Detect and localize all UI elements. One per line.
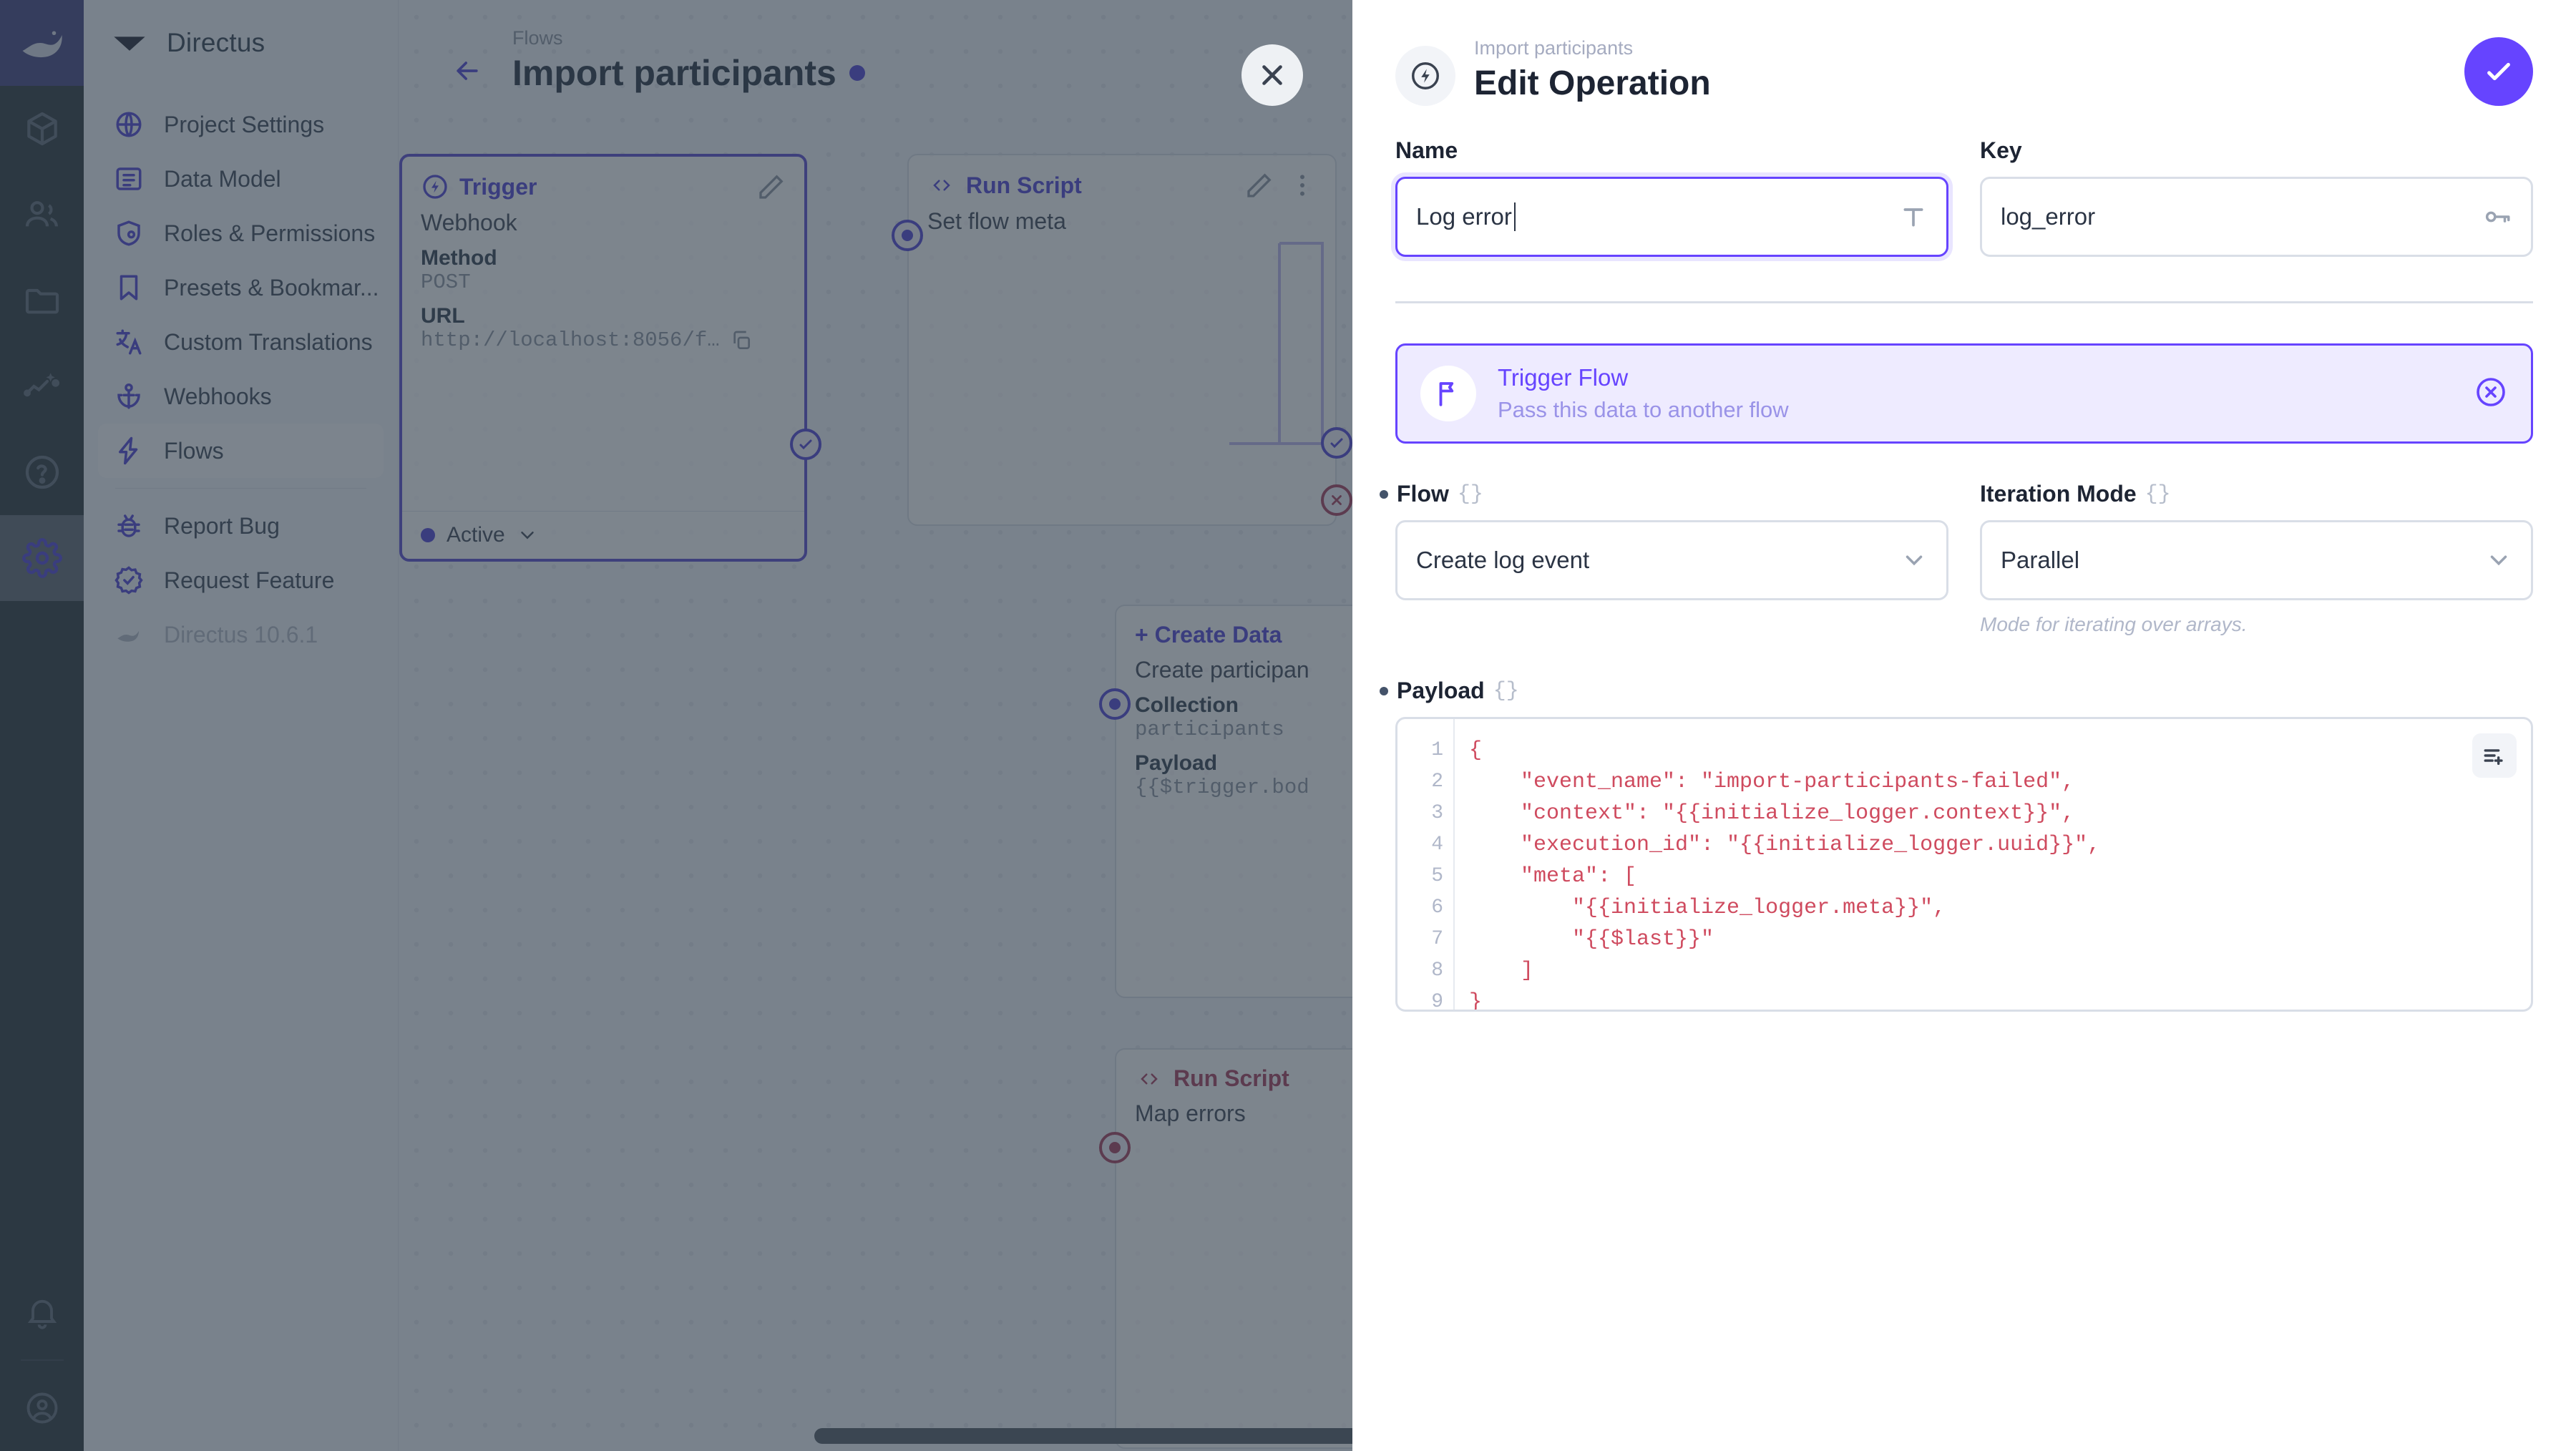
- close-drawer-button[interactable]: [1241, 44, 1303, 106]
- editor-line-number: 1: [1431, 739, 1443, 761]
- flag-icon: [1420, 366, 1476, 421]
- key-input[interactable]: log_error: [1980, 177, 2533, 257]
- flow-label-text: Flow: [1397, 481, 1449, 507]
- flow-select[interactable]: Create log event: [1395, 520, 1948, 600]
- editor-line-number: 6: [1431, 897, 1443, 919]
- name-input[interactable]: Log error: [1395, 177, 1948, 257]
- name-input-value: Log error: [1416, 202, 1899, 231]
- key-field-group: Key log_error: [1980, 137, 2533, 257]
- playlist-add-icon[interactable]: [2472, 733, 2517, 778]
- bolt-circle-icon: [1412, 62, 1439, 89]
- iteration-hint: Mode for iterating over arrays.: [1980, 613, 2248, 635]
- payload-field-group: Payload {} 1 2 3 4 5 6 7 8 9 { "event_name": "im…: [1380, 678, 2533, 1012]
- chevron-down-icon: [1906, 555, 1923, 566]
- iteration-field-group: Iteration Mode {} Parallel Mode for iter…: [1980, 481, 2533, 636]
- edit-operation-drawer: Import participants Edit Operation Name …: [1352, 0, 2576, 1451]
- section-divider: [1395, 301, 2533, 303]
- braces-icon: {}: [1493, 678, 1519, 703]
- drawer-header: Import participants Edit Operation: [1352, 0, 2576, 106]
- required-indicator: [1380, 686, 1388, 695]
- close-icon: [1262, 65, 1282, 85]
- key-icon: [2482, 202, 2512, 232]
- operation-type-banner[interactable]: Trigger Flow Pass this data to another f…: [1395, 343, 2533, 444]
- braces-icon: {}: [2145, 482, 2171, 507]
- cancel-circle-icon[interactable]: [2474, 375, 2508, 413]
- drawer-titles: Import participants Edit Operation: [1474, 37, 1711, 103]
- editor-code[interactable]: { "event_name": "import-participants-fai…: [1469, 738, 2101, 1012]
- banner-text: Trigger Flow Pass this data to another f…: [1498, 364, 1789, 423]
- key-label: Key: [1980, 137, 2022, 163]
- iteration-select-value: Parallel: [2001, 547, 2080, 573]
- editor-line-numbers: 1 2 3 4 5 6 7 8 9: [1397, 719, 1455, 1010]
- editor-line-number: 7: [1431, 928, 1443, 950]
- required-indicator: [1380, 489, 1388, 499]
- payload-code-editor[interactable]: 1 2 3 4 5 6 7 8 9 { "event_name": "import-partic…: [1395, 717, 2533, 1012]
- editor-line-number: 8: [1431, 959, 1443, 982]
- flow-iteration-row: Flow {} Create log event Iteration Mode …: [1380, 481, 2533, 636]
- editor-line-number: 2: [1431, 771, 1443, 793]
- text-format-icon: [1899, 202, 1928, 231]
- chevron-down-icon: [2490, 555, 2507, 566]
- editor-line-number: 5: [1431, 865, 1443, 887]
- check-icon: [2487, 62, 2510, 81]
- operation-form: Name Log error Key log_error: [1352, 106, 2576, 1012]
- banner-subtitle: Pass this data to another flow: [1498, 397, 1789, 422]
- drawer-breadcrumb: Import participants: [1474, 37, 1634, 59]
- payload-label: Payload {}: [1380, 678, 2533, 704]
- name-label: Name: [1395, 137, 1458, 163]
- iteration-label: Iteration Mode {}: [1980, 481, 2533, 507]
- save-button[interactable]: [2464, 37, 2533, 106]
- drawer-badge: [1395, 46, 1455, 106]
- flow-label: Flow {}: [1380, 481, 1948, 507]
- key-input-value: log_error: [2001, 203, 2096, 230]
- name-field-group: Name Log error: [1395, 137, 1948, 257]
- flow-field-group: Flow {} Create log event: [1380, 481, 1948, 636]
- editor-line-number: 4: [1431, 834, 1443, 856]
- flow-select-value: Create log event: [1416, 547, 1590, 573]
- editor-line-number: 3: [1431, 802, 1443, 824]
- text-caret: [1513, 202, 1516, 231]
- iteration-label-text: Iteration Mode: [1980, 481, 2137, 507]
- banner-title: Trigger Flow: [1498, 364, 1629, 391]
- drawer-title: Edit Operation: [1474, 64, 1711, 102]
- iteration-select[interactable]: Parallel: [1980, 520, 2533, 600]
- braces-icon: {}: [1457, 482, 1483, 507]
- name-key-row: Name Log error Key log_error: [1395, 137, 2533, 257]
- payload-label-text: Payload: [1397, 678, 1485, 703]
- editor-line-number: 9: [1431, 991, 1443, 1012]
